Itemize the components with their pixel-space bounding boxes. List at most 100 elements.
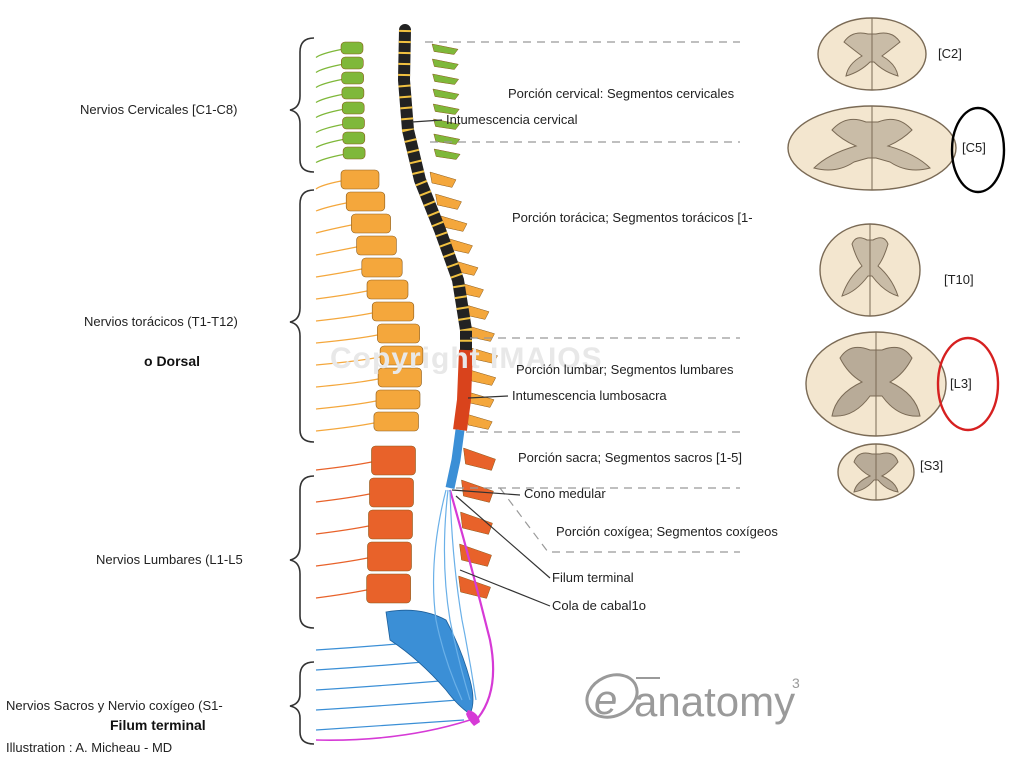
spinous-process-cervical-6 [433, 118, 460, 130]
spinous-process-thoracic-9 [471, 347, 498, 364]
vertebra-cervical-7 [342, 131, 366, 145]
cauda-equina-bundle-3 [432, 489, 463, 701]
vertebra-cervical-2 [340, 56, 364, 70]
vertebra-thoracic-7 [371, 301, 415, 322]
nerve-cervical-2 [315, 63, 342, 73]
cross-section-l3-label: [L3] [950, 376, 972, 391]
vertebra-thoracic-8 [377, 323, 420, 344]
nerve-thoracic-12 [315, 422, 375, 432]
vertebra-lumbar-4 [367, 541, 412, 572]
nerve-cervical-8 [315, 153, 344, 164]
cross-section-t10 [819, 223, 921, 317]
nerve-thoracic-7 [315, 312, 373, 322]
filum-terminale-line [448, 489, 495, 719]
spinous-process-thoracic-12 [465, 413, 493, 430]
spinous-process-cervical-2 [431, 58, 459, 70]
watermark-text: Copyright IMAIOS [330, 342, 603, 375]
leader-cervical-enlargement [411, 119, 443, 123]
nerve-thoracic-1 [315, 180, 342, 190]
nerve-thoracic-8 [315, 334, 378, 344]
spinous-process-thoracic-8 [468, 325, 495, 342]
vertebral-column [340, 41, 480, 726]
nerve-sacral-5 [315, 719, 465, 731]
vertebra-cervical-6 [342, 116, 365, 130]
spinous-process-thoracic-2 [435, 193, 462, 210]
portion-label-conus: Cono medular [524, 486, 606, 501]
leader-lumbosacral-enlargement [467, 395, 509, 399]
vertebra-lumbar-2 [369, 477, 414, 508]
leader-conus [451, 489, 521, 496]
vertebra-thoracic-12 [373, 411, 419, 432]
nerve-thoracic-6 [315, 290, 368, 300]
region-label-cervical: Nervios Cervicales [C1-C8) [80, 102, 237, 117]
eanatomy-logo-text: anatomy [634, 678, 795, 725]
vertebra-thoracic-5 [361, 257, 403, 278]
portion-label-cervical: Porción cervical: Segmentos cervicales [508, 86, 735, 101]
leader-filum [455, 495, 551, 579]
vertebra-thoracic-9 [379, 345, 424, 366]
cross-section-c5-label: [C5] [962, 140, 986, 155]
nerve-thoracic-11 [315, 400, 377, 410]
nerve-thoracic-10 [315, 378, 379, 388]
portion-label-lumbosacral-enlargement: Intumescencia lumbosacra [512, 388, 667, 403]
cross-section-c2 [817, 17, 927, 91]
region-label-thoracic-alt: o Dorsal [144, 353, 200, 369]
spinous-process-cervical-7 [433, 133, 461, 145]
leader-cauda [459, 569, 551, 607]
vertebra-cervical-8 [342, 146, 366, 160]
nerve-coccygeal [315, 719, 471, 741]
spinous-process-cervical-5 [432, 103, 460, 115]
vertebra-thoracic-11 [375, 389, 421, 410]
nerve-cervical-5 [315, 108, 343, 119]
highlight-circle-l3 [936, 336, 1000, 432]
portion-label-cervical-enlargement: Intumescencia cervical [446, 112, 578, 127]
vertebra-thoracic-10 [377, 367, 422, 388]
spinous-process-cervical-3 [432, 73, 460, 85]
nerve-lumbar-1 [315, 461, 372, 471]
cross-section-l3 [805, 331, 947, 437]
guide-lines [425, 41, 740, 553]
cauda-equina-bundle-2 [449, 489, 477, 701]
region-label-sacral: Nervios Sacros y Nervio coxígeo (S1- [6, 698, 223, 713]
vertebra-lumbar-1 [371, 445, 416, 476]
vertebra-lumbar-3 [368, 509, 413, 540]
spinous-process-lumbar-3 [460, 511, 493, 535]
vertebra-thoracic-2 [345, 191, 386, 212]
eanatomy-logo-swoosh [585, 673, 639, 719]
spinous-process-cervical-4 [432, 88, 460, 100]
spinal-cord [397, 24, 495, 719]
region-label-thoracic: Nervios torácicos (T1-T12) [84, 314, 238, 329]
nerve-cervical-6 [315, 123, 343, 134]
vertebra-cervical-3 [341, 71, 364, 85]
cross-section-s3 [837, 443, 915, 501]
spinal-cord-sacral [445, 429, 465, 489]
nerve-thoracic-3 [315, 224, 352, 234]
spinous-process-cervical-8 [433, 148, 461, 160]
illustration-credit: Illustration : A. Micheau - MD [6, 740, 172, 755]
nerve-sacral-3 [315, 679, 453, 691]
eanatomy-logo: e anatomy 3 [585, 673, 800, 725]
nerve-thoracic-5 [315, 268, 362, 278]
vertebra-thoracic-4 [356, 235, 397, 256]
cross-section-t10-label: [T10] [944, 272, 974, 287]
nerve-cervical-7 [315, 138, 343, 149]
portion-label-filum: Filum terminal [552, 570, 634, 585]
nerve-lumbar-4 [315, 557, 368, 567]
bracket-sacral [289, 661, 315, 745]
portion-label-cauda: Cola de cabal1o [552, 598, 646, 613]
vertebra-thoracic-6 [366, 279, 409, 300]
leader-lines [411, 119, 551, 607]
coccyx [466, 710, 480, 726]
vertebra-thoracic-3 [351, 213, 391, 234]
highlight-circle-c5 [950, 106, 1006, 194]
nerve-cervical-3 [315, 78, 342, 89]
region-label-lumbar: Nervios Lumbares (L1-L5 [96, 552, 243, 567]
bracket-cervical [289, 37, 315, 173]
nerve-lumbar-3 [315, 525, 369, 535]
spinal-cord-cervical-thoracic [397, 24, 472, 356]
portion-label-coccygeal: Porción coxígea; Segmentos coxígeos [556, 524, 778, 539]
nerve-lumbar-5 [315, 589, 367, 599]
nerve-thoracic-2 [315, 202, 347, 212]
portion-label-sacral: Porción sacra; Segmentos sacros [1-5] [518, 450, 742, 465]
cross-section-c2-label: [C2] [938, 46, 962, 61]
